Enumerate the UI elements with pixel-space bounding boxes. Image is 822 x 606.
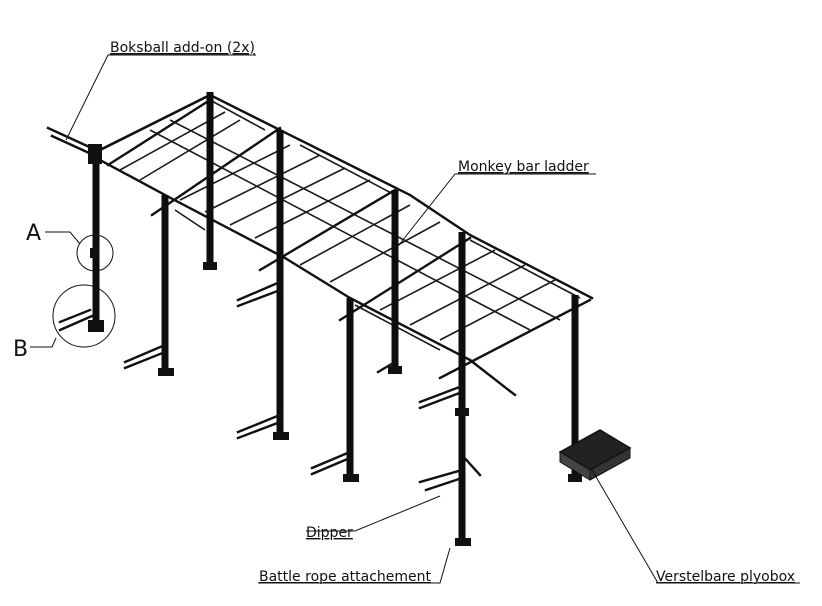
- plyobox: [558, 429, 632, 481]
- detail-circle-b: [52, 284, 116, 348]
- rig-frame: [46, 92, 632, 546]
- detail-label-a: A: [26, 221, 41, 246]
- leader-lines: [30, 54, 800, 584]
- boksball-arm: [46, 93, 212, 332]
- monkey-bar-label: Monkey bar ladder: [458, 159, 589, 175]
- plyobox-label: Verstelbare plyobox: [656, 569, 795, 585]
- dipper-label: Dipper: [306, 525, 353, 541]
- boksball-label: Boksball add-on (2x): [110, 40, 255, 56]
- detail-circle-a: [76, 234, 114, 272]
- battle-rope-label: Battle rope attachement: [259, 569, 432, 585]
- roof-frame: [98, 93, 594, 397]
- detail-label-b: B: [13, 337, 28, 362]
- dipper: [418, 453, 482, 492]
- foot-plates: [158, 262, 582, 546]
- uprights: [161, 92, 579, 542]
- storage-arms: [123, 280, 464, 476]
